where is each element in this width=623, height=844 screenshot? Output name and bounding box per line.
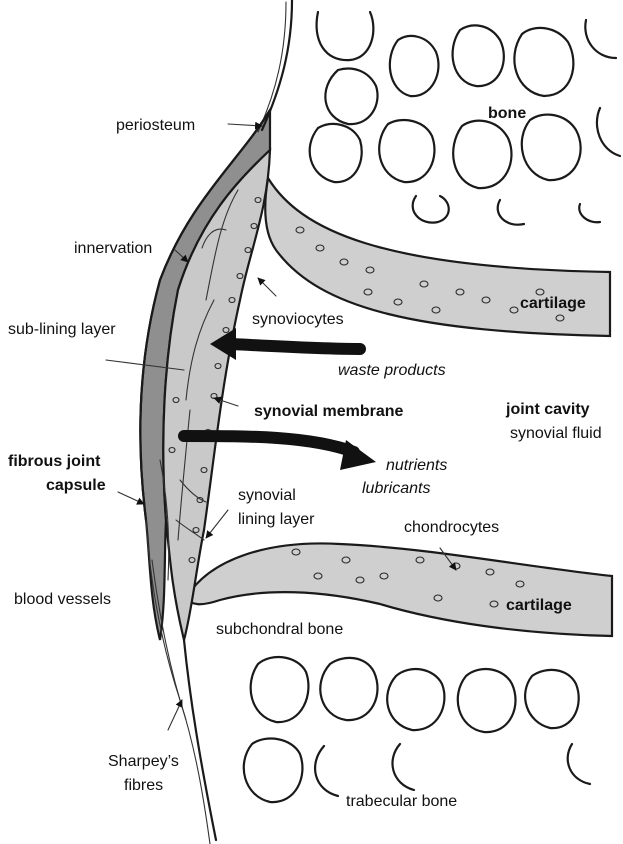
label-waste-products: waste products [338, 362, 446, 379]
label-fibrous-joint-2: capsule [46, 477, 106, 494]
label-synovial-lining-2: lining layer [238, 511, 315, 528]
label-nutrients: nutrients [386, 457, 447, 474]
label-synoviocytes: synoviocytes [252, 311, 344, 328]
label-lubricants: lubricants [362, 480, 430, 497]
label-blood-vessels: blood vessels [14, 591, 111, 608]
label-innervation: innervation [74, 240, 152, 257]
label-fibrous-joint-1: fibrous joint [8, 453, 101, 470]
label-sub-lining-layer: sub-lining layer [8, 321, 116, 338]
label-cartilage-bottom: cartilage [506, 597, 572, 614]
label-joint-cavity: joint cavity [505, 401, 590, 418]
bone-trabeculae-top [310, 12, 620, 225]
label-periosteum: periosteum [116, 117, 195, 134]
nutrients-arrowhead [340, 440, 376, 470]
label-synovial-lining-1: synovial [238, 487, 296, 504]
waste-products-arrow [232, 344, 360, 349]
label-sharpeys-1: Sharpey’s [108, 753, 179, 770]
label-bone: bone [488, 105, 526, 122]
label-subchondral-bone: subchondral bone [216, 621, 343, 638]
label-trabecular-bone: trabecular bone [346, 793, 457, 810]
label-chondrocytes: chondrocytes [404, 519, 499, 536]
label-synovial-fluid: synovial fluid [510, 425, 602, 442]
label-cartilage-top: cartilage [520, 295, 586, 312]
label-sharpeys-2: fibres [124, 777, 163, 794]
bone-trabeculae-bottom [244, 657, 590, 802]
label-synovial-membrane: synovial membrane [254, 403, 404, 420]
